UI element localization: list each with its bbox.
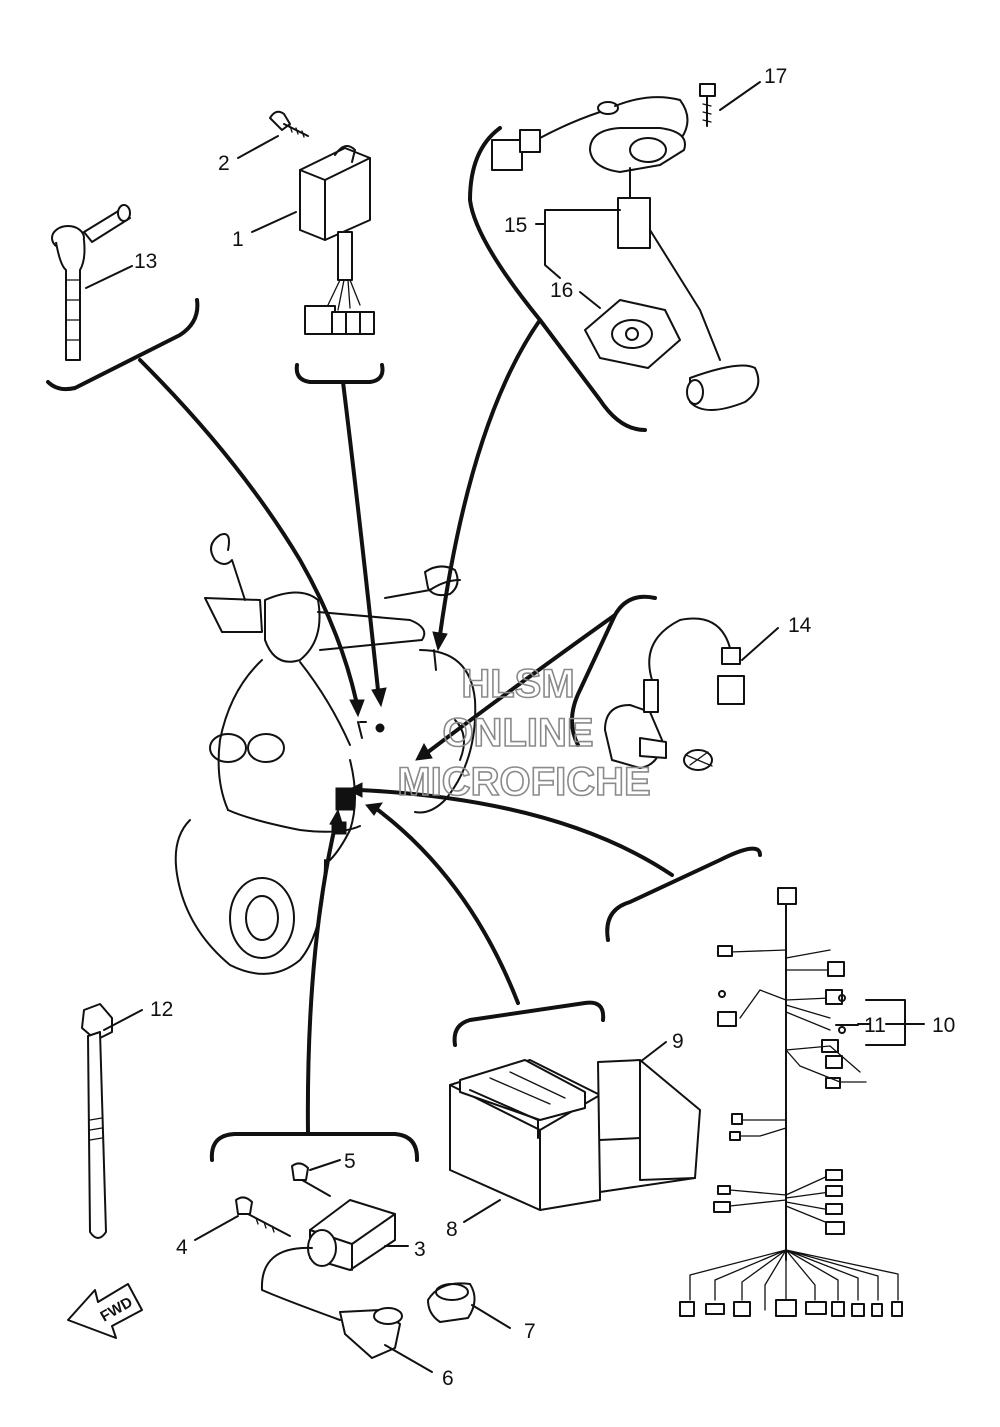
- callout-leaders: [85, 81, 925, 1373]
- cdi-unit: [299, 145, 375, 335]
- callout-14: 14: [788, 614, 812, 637]
- callout-6: 6: [442, 1367, 454, 1390]
- callout-7: 7: [524, 1320, 536, 1343]
- callout-5: 5: [344, 1150, 356, 1173]
- callout-3: 3: [414, 1238, 426, 1261]
- callout-12: 12: [150, 998, 173, 1021]
- callout-1: 1: [232, 228, 244, 251]
- callout-13: 13: [134, 250, 157, 273]
- watermark-line-1: HLSM: [461, 662, 574, 706]
- starter-relay-14: [604, 617, 745, 771]
- callout-15: 15: [504, 214, 527, 237]
- watermark-line-2: ONLINE: [442, 711, 593, 755]
- callout-16: 16: [550, 279, 573, 302]
- callout-labels: 1 2 3 4 5 6 7 8 9 10 11 12 13 14 15 16 1…: [134, 65, 955, 1390]
- bolt-2: [269, 110, 309, 138]
- watermark-line-3: MICROFICHE: [397, 760, 650, 804]
- callout-9: 9: [672, 1030, 684, 1053]
- watermark: HLSM ONLINE MICROFICHE: [397, 661, 652, 805]
- group-brackets: [46, 126, 762, 1162]
- callout-2: 2: [218, 152, 230, 175]
- wire-harness-10: [679, 887, 903, 1317]
- callout-10: 10: [932, 1014, 955, 1037]
- cable-tie-12: [81, 1003, 113, 1239]
- ignition-coil-group: [235, 1162, 476, 1359]
- callout-17: 17: [764, 65, 787, 88]
- battery-band-9: [597, 1059, 701, 1193]
- plug-cap-13: [51, 204, 131, 361]
- battery-8: [449, 1059, 601, 1211]
- callout-4: 4: [176, 1236, 188, 1259]
- callout-8: 8: [446, 1218, 458, 1241]
- scooter-outline: [174, 533, 477, 975]
- fuel-sender: [491, 83, 760, 411]
- fwd-arrow: FWD: [67, 1283, 143, 1339]
- callout-11: 11: [864, 1014, 886, 1037]
